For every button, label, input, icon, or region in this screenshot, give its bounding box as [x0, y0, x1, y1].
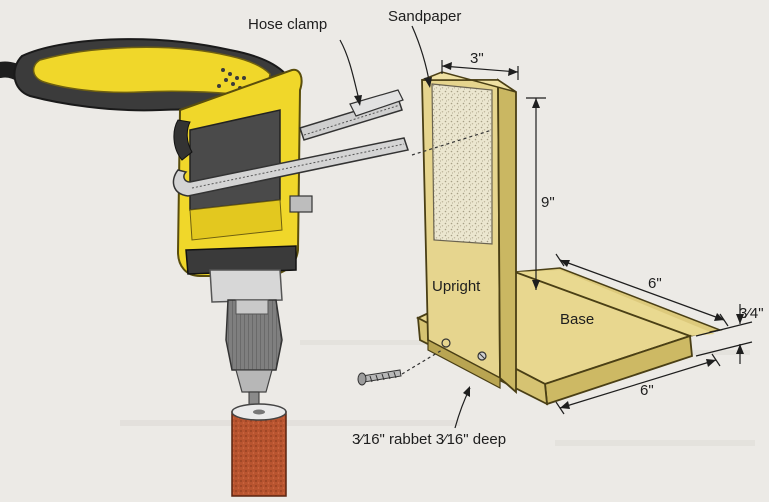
- hose-clamp-label: Hose clamp: [248, 16, 327, 33]
- base-width-dimension: 6": [640, 382, 654, 399]
- base-depth-dimension: 6": [648, 275, 662, 292]
- upright-label: Upright: [432, 278, 481, 295]
- sandpaper-strip: [431, 83, 493, 245]
- jig-illustration: [357, 71, 723, 406]
- base-label: Base: [560, 311, 594, 328]
- sanding-drum: [231, 403, 287, 497]
- screw: [357, 369, 402, 386]
- upright-height-dimension: 9": [541, 194, 555, 211]
- dimension-lines: [339, 25, 753, 429]
- drill-trigger: [173, 119, 193, 161]
- drill-chuck: [225, 299, 283, 371]
- base-thickness-dimension: 3⁄4": [739, 305, 764, 322]
- sandpaper-label: Sandpaper: [388, 8, 461, 25]
- upright-width-dimension: 3": [470, 50, 484, 67]
- dimension-arrowheads: [354, 62, 744, 409]
- labels: Hose clamp Sandpaper Upright Base 3⁄16" …: [248, 8, 764, 448]
- rabbet-label: 3⁄16" rabbet 3⁄16" deep: [352, 431, 506, 448]
- hose-clamp-illustration: [172, 89, 409, 213]
- drill-illustration: [0, 38, 303, 497]
